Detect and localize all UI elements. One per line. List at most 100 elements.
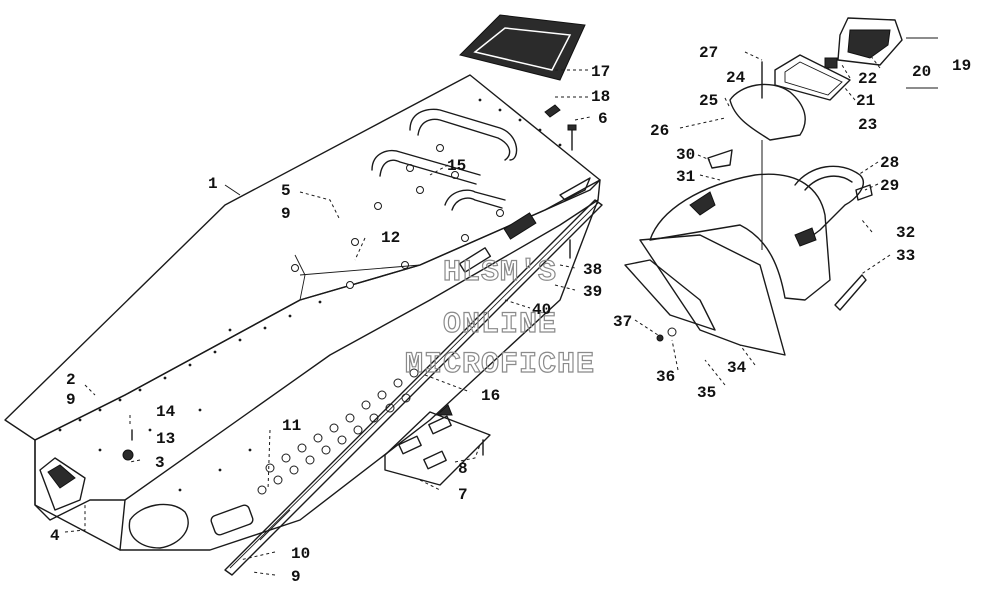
bulb-22 — [824, 57, 838, 69]
side-vent-holes — [257, 368, 419, 495]
callout-29: 29 — [880, 177, 899, 195]
rail-outer — [224, 199, 603, 576]
running-board-part — [384, 404, 491, 486]
callout-27: 27 — [699, 44, 718, 62]
side-slot — [210, 504, 254, 536]
handle-upper-inner — [417, 118, 511, 161]
running-board-slot-1 — [398, 435, 422, 455]
callout-10: 10 — [291, 545, 310, 563]
front-notch — [559, 177, 591, 201]
callout-35: 35 — [697, 384, 716, 402]
callout-34: 34 — [727, 359, 747, 377]
callout-16: 16 — [481, 387, 500, 405]
callout-37: 37 — [613, 313, 632, 331]
callout-8: 8 — [458, 460, 468, 478]
callout-numbers: 1 2 9 3 4 5 9 6 7 8 9 10 11 12 13 14 15 … — [50, 44, 971, 586]
callout-33: 33 — [896, 247, 915, 265]
taillight-housing — [837, 17, 903, 66]
tunnel-assembly — [4, 74, 601, 551]
rail-detail — [259, 509, 291, 541]
callout-19: 19 — [952, 57, 971, 75]
side-wheel-cutout — [128, 503, 189, 549]
decal-plate — [459, 14, 586, 81]
running-board-marker — [435, 404, 453, 416]
taillight-gasket-inner — [784, 61, 843, 96]
taillight-mount — [729, 83, 806, 141]
handle-lower — [371, 149, 481, 176]
trim-strip-33 — [834, 274, 867, 311]
grab-handles — [371, 108, 518, 211]
decal-plate-body — [459, 14, 586, 81]
rivet-dots — [58, 98, 562, 492]
callout-2: 2 — [66, 371, 76, 389]
callout-1: 1 — [208, 175, 218, 193]
callout-4: 4 — [50, 527, 60, 545]
rail-center — [229, 202, 599, 569]
callout-14: 14 — [156, 403, 176, 421]
watermark: HLSM'S ONLINE MICROFICHE — [404, 255, 595, 382]
slide-rail — [224, 199, 603, 576]
callout-6: 6 — [598, 110, 608, 128]
callout-32: 32 — [896, 224, 915, 242]
callout-26: 26 — [650, 122, 669, 140]
callout-24: 24 — [726, 69, 746, 87]
handle-bar-inner — [451, 197, 503, 211]
tunnel-side-wall — [34, 179, 601, 551]
fastener-3 — [122, 449, 134, 461]
part-30 — [707, 149, 733, 169]
taillight-lens — [847, 29, 891, 59]
bumper-assembly — [624, 140, 873, 356]
small-fasteners — [122, 239, 571, 461]
inner-panel-line-1 — [294, 254, 306, 301]
tunnel-lower-edge — [119, 199, 599, 551]
screw-6-head — [567, 124, 577, 131]
snow-flap-front — [624, 259, 716, 331]
front-slot-2 — [503, 212, 537, 240]
watermark-line-3: MICROFICHE — [405, 348, 595, 382]
callout-9: 9 — [66, 391, 76, 409]
callout-13: 13 — [156, 430, 175, 448]
leader-lines — [64, 37, 938, 576]
rear-cover — [649, 173, 831, 301]
callout-12: 12 — [381, 229, 400, 247]
bumper-bar — [794, 165, 864, 246]
callout-31: 31 — [676, 168, 695, 186]
inner-panel-line-2 — [299, 264, 421, 276]
bumper-bar-inner — [804, 175, 853, 191]
bumper-bracket — [794, 227, 817, 247]
callout-5: 5 — [281, 182, 291, 200]
rear-cutout — [39, 457, 86, 511]
handle-lower-inner — [379, 159, 477, 185]
callout-7: 7 — [458, 486, 468, 504]
top-surface-holes — [291, 144, 504, 289]
running-board-body — [384, 411, 491, 486]
callout-17: 17 — [591, 63, 610, 81]
running-board-slot-2 — [423, 450, 447, 470]
callout-3: 3 — [155, 454, 165, 472]
callout-18: 18 — [591, 88, 610, 106]
clip-29 — [855, 184, 873, 201]
rear-cover-shadow — [689, 191, 716, 216]
front-slot-1 — [458, 247, 492, 273]
callout-23: 23 — [858, 116, 877, 134]
callout-36: 36 — [656, 368, 675, 386]
callout-20: 20 — [912, 63, 931, 81]
callout-38: 38 — [583, 261, 602, 279]
taillight-gasket — [774, 54, 851, 101]
callout-15: 15 — [447, 157, 466, 175]
callout-40: 40 — [532, 301, 551, 319]
decal-plate-inner — [473, 27, 572, 71]
callout-11: 11 — [282, 417, 301, 435]
taillight-assembly — [729, 17, 903, 141]
handle-bar — [444, 189, 506, 206]
running-board-slot-3 — [428, 415, 452, 435]
tunnel-rear-panel — [34, 439, 126, 521]
callout-30: 30 — [676, 146, 695, 164]
watermark-line-2: ONLINE — [443, 308, 557, 342]
callout-22: 22 — [858, 70, 877, 88]
clip-part — [544, 104, 561, 118]
callout-21: 21 — [856, 92, 875, 110]
washer-36 — [667, 327, 677, 337]
